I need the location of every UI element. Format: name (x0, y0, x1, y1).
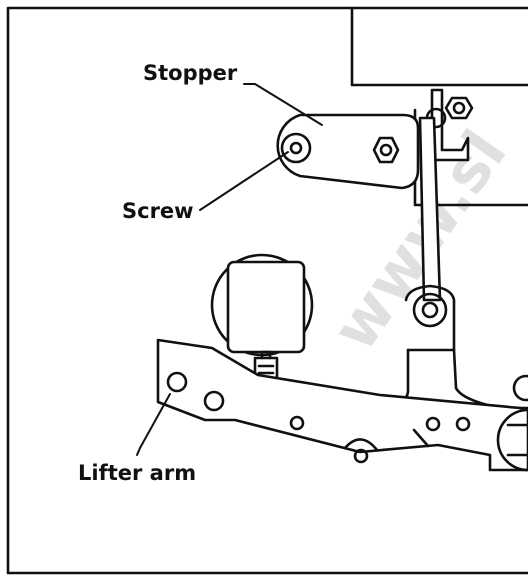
bracket-nut (444, 96, 474, 120)
lifter-hole-6 (353, 448, 369, 464)
outer-frame (6, 6, 528, 575)
lifter-hole-5 (455, 416, 471, 432)
rod-pivot-inner (421, 301, 439, 319)
lever-bracket (430, 88, 470, 162)
lifter-leader (139, 393, 171, 449)
lifter-hole-3 (289, 415, 305, 431)
rod-pivot-hub (404, 284, 456, 352)
stopper-plate (276, 113, 420, 190)
screw-leader (199, 151, 289, 211)
stopper-leader (243, 83, 323, 126)
spring-clip-detail (257, 350, 275, 375)
bracket-nut-hole (452, 101, 466, 115)
stopper-screw-head (280, 132, 312, 164)
lifter-hole-2 (203, 390, 225, 412)
rod-pivot-outer (412, 292, 448, 328)
lifter-arm-outline (156, 338, 528, 472)
lifter-hole-1 (166, 371, 188, 393)
lifter-bump (343, 438, 379, 452)
lifter-pin (412, 428, 430, 448)
stopper-nut-hole (379, 143, 393, 157)
lifter-hole-4 (425, 416, 441, 432)
link-rod (418, 116, 442, 302)
slotted-bolt (496, 408, 528, 472)
stopper-nut (372, 136, 400, 164)
label-stopper: Stopper (143, 61, 238, 85)
label-lifter-arm: Lifter arm (78, 461, 196, 485)
cam-block (226, 260, 306, 354)
small-bolt (512, 374, 528, 402)
label-screw: Screw (122, 199, 194, 223)
stopper-screw-core (289, 141, 303, 155)
top-block (350, 6, 528, 87)
lifter-leader-tick (136, 447, 141, 456)
bolt-slot (506, 423, 528, 457)
